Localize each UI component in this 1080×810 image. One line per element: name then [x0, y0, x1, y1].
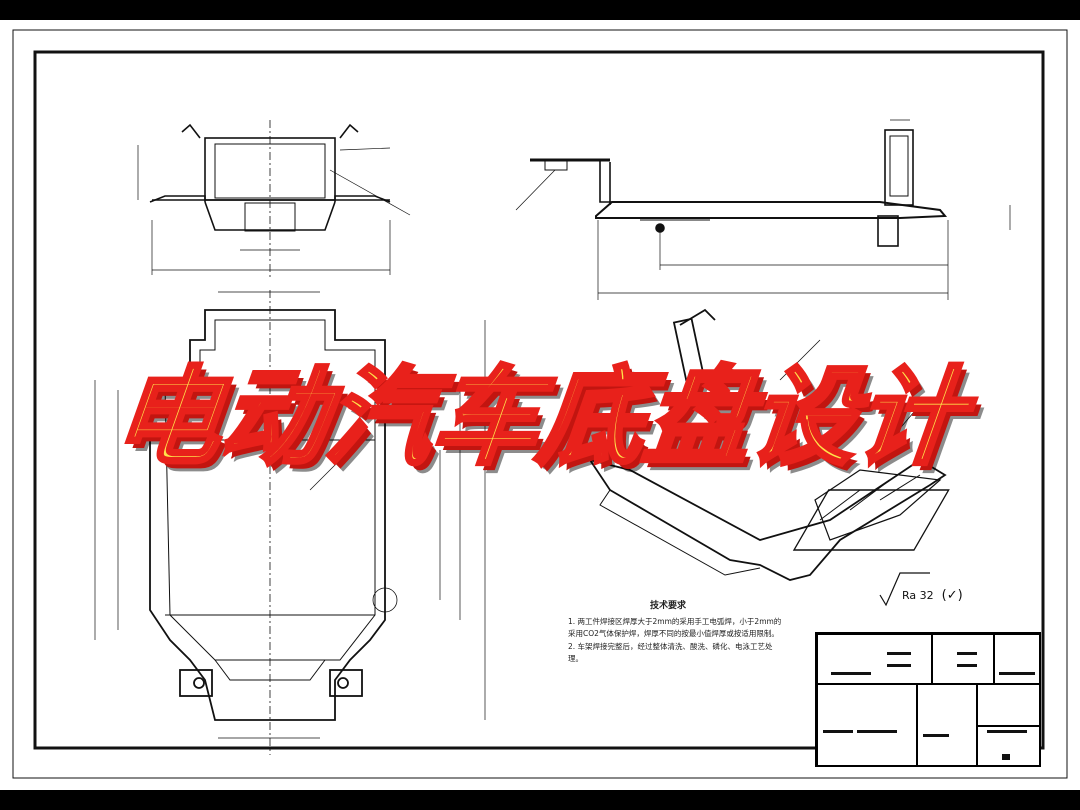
technical-requirements: 技术要求 1. 两工件焊接区焊厚大于2mm的采用手工电弧焊，小于2mm的采用CO…	[568, 600, 786, 666]
front-view	[137, 120, 411, 280]
engineering-drawing	[12, 29, 1068, 779]
title-block	[815, 632, 1041, 767]
side-view	[515, 119, 1011, 300]
technical-requirements-heading: 技术要求	[649, 601, 686, 611]
isometric-view	[587, 308, 950, 581]
roughness-symbol	[879, 572, 930, 607]
title-banner: 电动汽车底盘设计	[0, 338, 1080, 481]
requirement-item-1: 1. 两工件焊接区焊厚大于2mm的采用手工电弧焊，小于2mm的采用CO2气体保护…	[568, 617, 782, 638]
surface-roughness-value: Ra 32	[902, 589, 934, 602]
plan-view	[94, 290, 486, 755]
outer-border	[12, 29, 1068, 779]
banner-title: 电动汽车底盘设计	[107, 354, 972, 481]
drawing-sheet: 技术要求 1. 两工件焊接区焊厚大于2mm的采用手工电弧焊，小于2mm的采用CO…	[0, 20, 1080, 790]
requirement-item-2: 2. 车架焊接完整后，经过整体清洗、酸洗、磷化、电泳工艺处理。	[568, 642, 773, 663]
inner-border	[33, 50, 1045, 750]
surface-finish-note: Ra 32 (✓)	[878, 588, 963, 603]
surface-finish-mark: (✓)	[941, 588, 963, 603]
